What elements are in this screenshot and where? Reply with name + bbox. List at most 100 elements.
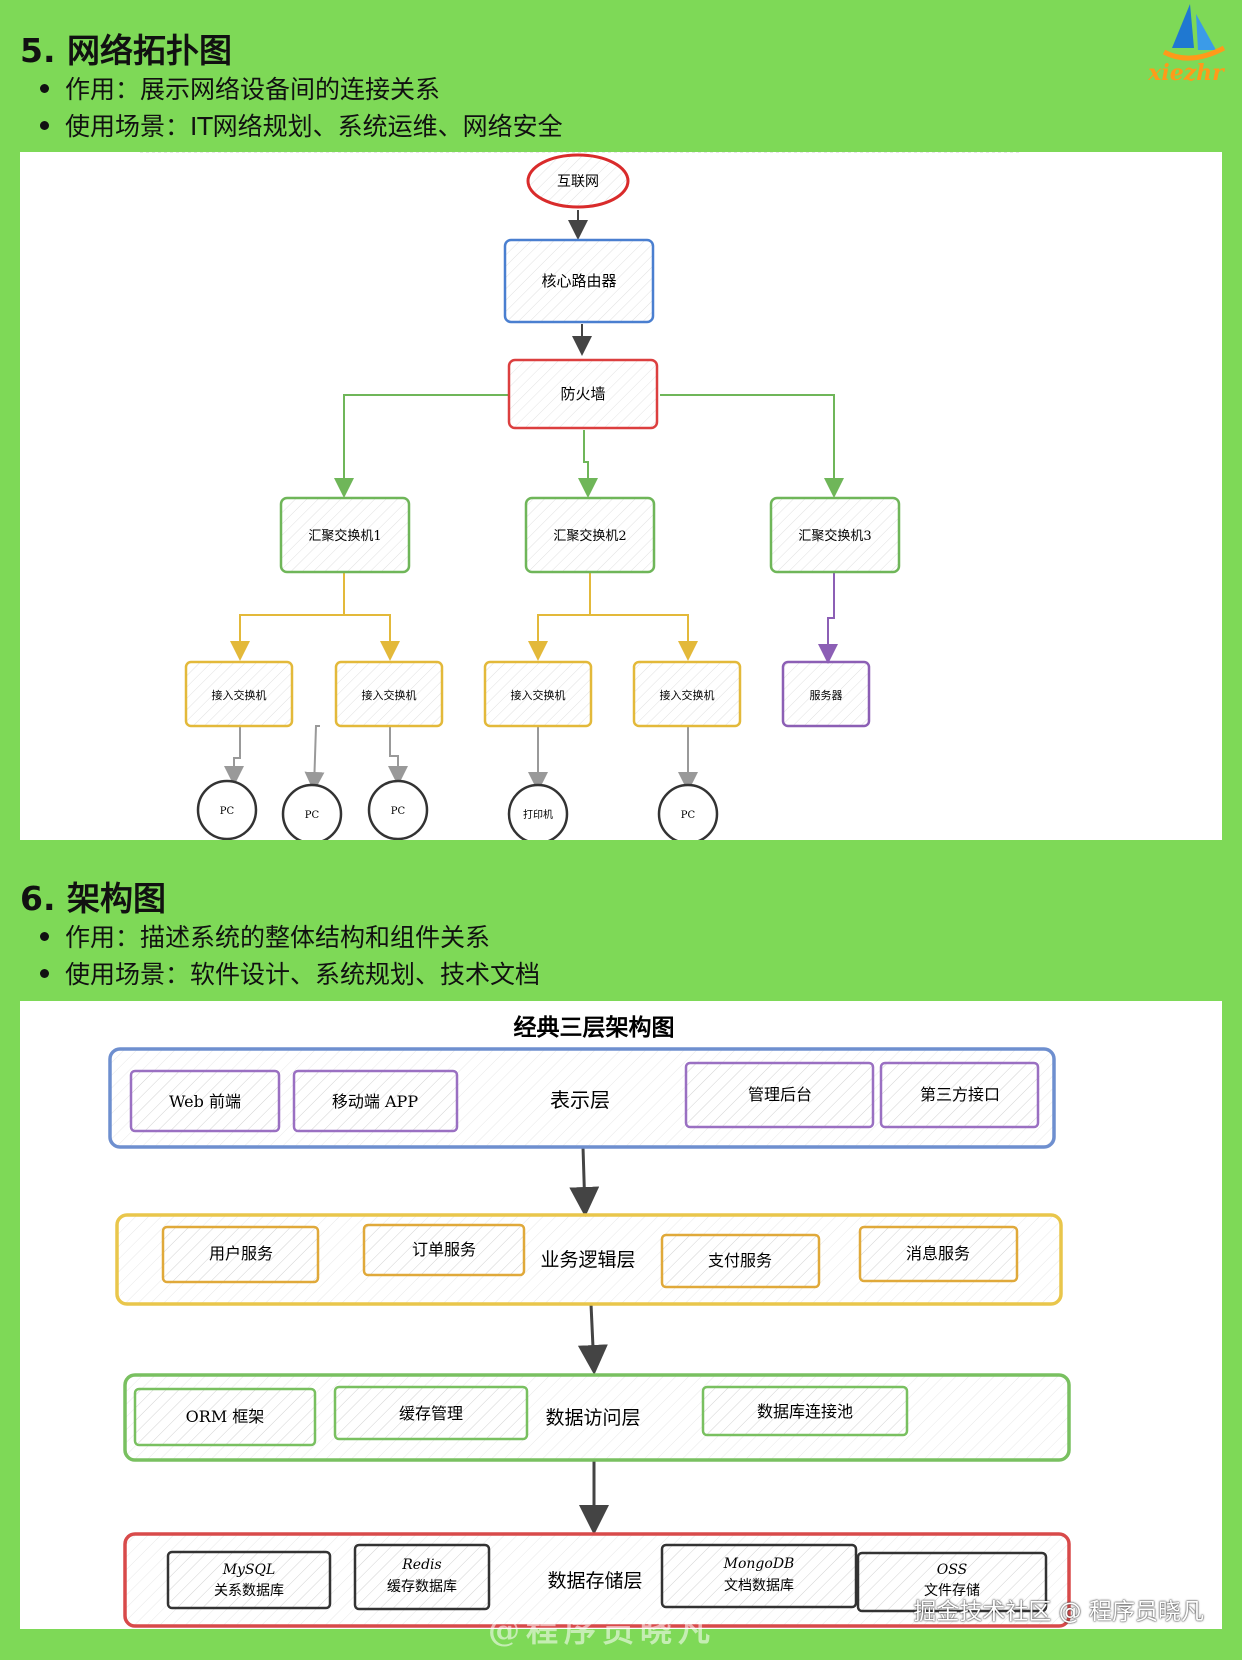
edge-firewall-agg1 xyxy=(334,394,508,498)
section5-title: 5. 网络拓扑图 xyxy=(20,31,232,70)
section5-bullet-1: 作用：展示网络设备间的连接关系 xyxy=(40,70,440,106)
layer-4-item-2-sub: 缓存数据库 xyxy=(387,1579,457,1595)
node-agg-1: 汇聚交换机1 xyxy=(279,496,411,574)
node-access-3: 接入交换机 xyxy=(483,660,593,728)
node-access-3-label: 接入交换机 xyxy=(511,688,566,702)
layer-4-item-3-title: MongoDB xyxy=(723,1556,795,1572)
edge-agg1-access2 xyxy=(344,614,400,661)
node-pc-1: PC xyxy=(196,779,258,840)
arrow-layer-1-2 xyxy=(569,1146,600,1217)
section6-title: 6. 架构图 xyxy=(20,879,166,918)
layer-2-item-4-box xyxy=(858,1225,1019,1283)
node-pc-1-label: PC xyxy=(220,806,235,817)
layer-1-item-4: 第三方接口 xyxy=(920,1085,1000,1104)
layer-presentation: Web 前端 移动端 APP 管理后台 第三方接口 表示层 xyxy=(108,1047,1056,1149)
layer-data-storage: MySQL 关系数据库 Redis 缓存数据库 MongoDB 文档数据库 OS… xyxy=(123,1532,1071,1628)
node-printer: 打印机 xyxy=(507,783,569,840)
layer-1-item-2-box xyxy=(292,1069,459,1133)
node-agg-3-label: 汇聚交换机3 xyxy=(798,528,871,544)
layer-3-item-1-box xyxy=(133,1387,317,1447)
layer-1-item-3-box xyxy=(684,1061,875,1129)
architecture-title: 经典三层架构图 xyxy=(514,1014,675,1041)
node-core-router-label: 核心路由器 xyxy=(541,272,616,290)
layer-2-item-3: 支付服务 xyxy=(708,1251,772,1270)
footer-credit: 掘金技术社区 @ 程序员晓凡 xyxy=(913,1599,1204,1625)
layer-4-item-4-sub: 文件存储 xyxy=(924,1583,980,1599)
layer-3-item-1: ORM 框架 xyxy=(186,1407,265,1426)
layer-4-item-1-title: MySQL xyxy=(222,1562,276,1578)
layer-4-item-2-box xyxy=(353,1543,491,1611)
layer-4-item-2-title: Redis xyxy=(401,1557,441,1573)
layer-1-item-2: 移动端 APP xyxy=(332,1092,418,1111)
node-access-2: 接入交换机 xyxy=(334,660,444,728)
layer-1-item-1-box xyxy=(129,1069,281,1133)
layer-1-name: 表示层 xyxy=(550,1088,610,1112)
layer-3-item-3-box xyxy=(701,1385,909,1437)
node-pc-5: PC xyxy=(657,783,719,840)
layer-3-item-3: 数据库连接池 xyxy=(757,1402,853,1421)
layer-3-item-2-box xyxy=(333,1385,529,1441)
edge-agg1-access1 xyxy=(230,572,345,661)
layer-data-access: ORM 框架 缓存管理 数据库连接池 数据访问层 xyxy=(123,1373,1071,1462)
edge-access2-pc3 xyxy=(388,726,408,786)
layer-2-item-1-box xyxy=(161,1225,320,1284)
layer-2-name: 业务逻辑层 xyxy=(540,1249,635,1271)
edge-agg2-access3 xyxy=(528,572,591,661)
layer-2-item-4: 消息服务 xyxy=(906,1244,970,1263)
node-internet: 互联网 xyxy=(526,153,630,209)
arrow-layer-2-3 xyxy=(577,1303,608,1375)
node-access-4: 接入交换机 xyxy=(632,660,742,728)
section5-bullet-2: 使用场景：IT网络规划、系统运维、网络安全 xyxy=(40,107,563,143)
node-pc-5-label: PC xyxy=(681,810,696,821)
node-access-1-label: 接入交换机 xyxy=(212,688,267,702)
layer-business: 用户服务 订单服务 支付服务 消息服务 业务逻辑层 xyxy=(115,1213,1063,1306)
layer-4-item-4-title: OSS xyxy=(937,1562,967,1578)
layer-4-item-1-box xyxy=(166,1550,332,1610)
network-topology-diagram: 互联网 核心路由器 防火墙 汇聚交换机1 汇聚交换机2 汇聚交换机3 接入交换机 xyxy=(140,152,1020,840)
layer-4-item-4-box xyxy=(856,1551,1048,1613)
node-access-2-label: 接入交换机 xyxy=(362,688,417,702)
edge-firewall-agg3 xyxy=(660,394,844,498)
architecture-diagram: 经典三层架构图 Web 前端 移动端 APP 管理后台 第三方接口 表示层 xyxy=(108,1014,1071,1628)
node-pc-3-label: PC xyxy=(391,806,406,817)
layer-1-item-3: 管理后台 xyxy=(748,1085,812,1104)
node-pc-2-label: PC xyxy=(305,810,320,821)
section6-bullet-2: 使用场景：软件设计、系统规划、技术文档 xyxy=(40,955,540,991)
node-server-label: 服务器 xyxy=(810,689,843,702)
layer-1-item-4-box xyxy=(879,1061,1040,1129)
layer-4-name: 数据存储层 xyxy=(547,1570,642,1592)
xiezhr-logo: xiezhr xyxy=(1147,4,1225,86)
node-core-router: 核心路由器 xyxy=(503,238,655,324)
node-pc-2: PC xyxy=(281,783,343,840)
section6-bullet-1: 作用：描述系统的整体结构和组件关系 xyxy=(40,918,490,954)
network-topology-panel: 互联网 核心路由器 防火墙 汇聚交换机1 汇聚交换机2 汇聚交换机3 接入交换机 xyxy=(20,152,1222,840)
node-internet-label: 互联网 xyxy=(557,174,599,190)
layer-1-item-1: Web 前端 xyxy=(169,1092,241,1111)
node-printer-label: 打印机 xyxy=(523,808,553,821)
layer-4-item-3-box xyxy=(660,1543,858,1609)
node-pc-3: PC xyxy=(367,779,429,840)
node-agg-2: 汇聚交换机2 xyxy=(524,496,656,574)
architecture-panel: 经典三层架构图 Web 前端 移动端 APP 管理后台 第三方接口 表示层 xyxy=(20,1001,1222,1629)
edge-access2-pc2 xyxy=(304,725,325,792)
edge-agg2-access4 xyxy=(590,614,698,661)
layer-2-item-3-box xyxy=(660,1233,821,1289)
layer-2-item-2: 订单服务 xyxy=(412,1240,476,1259)
layer-4-item-1-sub: 关系数据库 xyxy=(214,1583,284,1599)
edge-access1-pc1 xyxy=(224,726,244,786)
node-agg-1-label: 汇聚交换机1 xyxy=(308,528,381,544)
node-access-1: 接入交换机 xyxy=(184,660,294,728)
node-firewall-label: 防火墙 xyxy=(560,385,605,403)
layer-3-name: 数据访问层 xyxy=(545,1407,640,1429)
edge-firewall-agg2 xyxy=(578,430,598,498)
node-server: 服务器 xyxy=(781,660,871,728)
node-agg-2-label: 汇聚交换机2 xyxy=(553,528,626,544)
logo-text: xiezhr xyxy=(1147,60,1225,86)
edge-agg3-server xyxy=(818,572,838,664)
layer-3-item-2: 缓存管理 xyxy=(399,1404,463,1423)
layer-4-item-3-sub: 文档数据库 xyxy=(724,1578,794,1594)
layer-2-item-1: 用户服务 xyxy=(209,1244,273,1263)
node-agg-3: 汇聚交换机3 xyxy=(769,496,901,574)
node-firewall: 防火墙 xyxy=(507,358,659,430)
layer-2-item-2-box xyxy=(362,1223,526,1277)
